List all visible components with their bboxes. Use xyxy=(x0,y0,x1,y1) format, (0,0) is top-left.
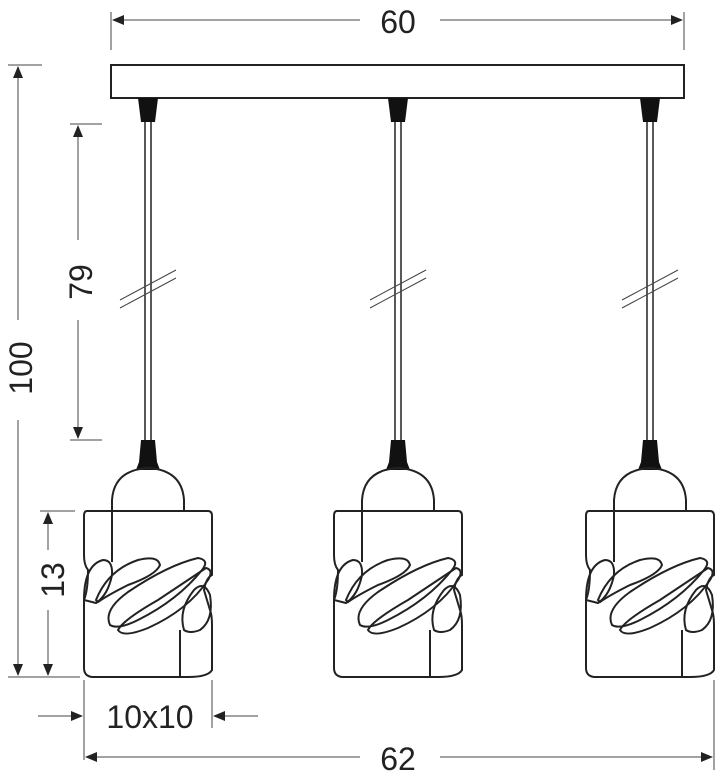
cord-length-dimension: 79 xyxy=(63,123,102,441)
shade-height-label: 13 xyxy=(35,562,71,598)
shade-size-dimension: 10x10 xyxy=(38,680,258,760)
canopy-width-dimension: 60 xyxy=(110,4,685,50)
shade-height-dimension: 13 xyxy=(35,510,75,676)
total-height-dimension: 100 xyxy=(3,64,80,678)
pendant-lamp-3 xyxy=(585,97,715,678)
total-width-label: 62 xyxy=(380,741,416,776)
shade-size-label: 10x10 xyxy=(106,699,193,735)
pendant-lamp-1 xyxy=(83,97,213,678)
cord-length-label: 79 xyxy=(63,264,99,300)
ceiling-canopy xyxy=(110,64,685,99)
total-height-label: 100 xyxy=(3,341,39,394)
total-width-dimension: 62 xyxy=(85,680,715,776)
pendant-lamp-2 xyxy=(333,97,463,678)
canopy-width-label: 60 xyxy=(380,4,416,40)
